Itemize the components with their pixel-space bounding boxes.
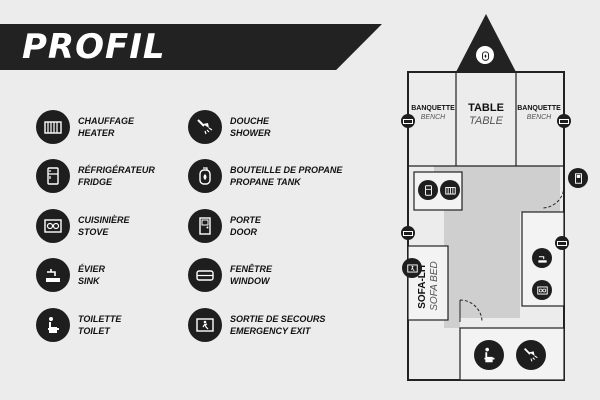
legend-item-fridge: RÉFRIGÉRATEUR FRIDGE — [36, 159, 155, 193]
heater-icon — [36, 110, 70, 144]
floor-plan: BANQUETTE BENCH TABLE TABLE BANQUETTE BE… — [396, 10, 588, 390]
legend-label-en: STOVE — [78, 227, 109, 237]
plan-window-icon — [555, 236, 569, 250]
plan-table-label: TABLE TABLE — [456, 102, 516, 128]
bench-left-fr: BANQUETTE — [411, 105, 455, 112]
legend-item-stove: CUISINIÈRE STOVE — [36, 209, 130, 243]
plan-sofa-label: SOFA-LIT SOFA BED — [417, 243, 441, 329]
emergency-exit-icon — [188, 308, 222, 342]
legend-item-emergency-exit: SORTIE DE SECOURS EMERGENCY EXIT — [188, 308, 325, 342]
plan-shower-icon — [516, 340, 546, 370]
propane-tank-icon — [188, 159, 222, 193]
legend-label-fr: PORTE — [230, 215, 261, 225]
legend-label-en: HEATER — [78, 128, 115, 138]
plan-toilet-icon — [474, 340, 504, 370]
legend-label-en: DOOR — [230, 227, 257, 237]
legend-item-door: PORTE DOOR — [188, 209, 261, 243]
legend-label-fr: BOUTEILLE DE PROPANE — [230, 165, 343, 175]
window-icon — [188, 258, 222, 292]
legend-label-fr: SORTIE DE SECOURS — [230, 314, 326, 324]
plan-sink-icon — [532, 248, 552, 268]
sofa-en: SOFA BED — [429, 261, 440, 311]
sofa-fr: SOFA-LIT — [417, 263, 428, 309]
floor-plan-outline — [407, 14, 565, 381]
bench-left-en: BENCH — [420, 114, 446, 121]
fridge-icon — [36, 159, 70, 193]
legend-item-heater: CHAUFFAGE HEATER — [36, 110, 134, 144]
table-fr: TABLE — [468, 102, 504, 114]
legend-label-fr: TOILETTE — [78, 314, 122, 324]
door-icon — [188, 209, 222, 243]
legend-label-en: TOILET — [78, 326, 110, 336]
bench-right-fr: BANQUETTE — [517, 105, 561, 112]
legend-item-toilet: TOILETTE TOILET — [36, 308, 121, 342]
header-banner — [0, 24, 382, 70]
legend-label-en: PROPANE TANK — [230, 177, 301, 187]
legend-item-shower: DOUCHE SHOWER — [188, 110, 271, 144]
stove-icon — [36, 209, 70, 243]
sink-icon — [36, 258, 70, 292]
plan-heater-icon — [440, 180, 460, 200]
legend-label-en: FRIDGE — [78, 177, 113, 187]
legend-label-en: EMERGENCY EXIT — [230, 326, 311, 336]
legend-label-fr: FENÊTRE — [230, 264, 273, 274]
toilet-icon — [36, 308, 70, 342]
legend-item-propane: BOUTEILLE DE PROPANE PROPANE TANK — [188, 159, 342, 193]
plan-window-icon — [401, 114, 415, 128]
legend-label-en: SINK — [78, 276, 100, 286]
plan-bench-left-label: BANQUETTE BENCH — [410, 104, 456, 122]
plan-window-icon — [557, 114, 571, 128]
plan-window-icon — [401, 226, 415, 240]
plan-emergency-exit-icon — [402, 258, 422, 278]
plan-fridge-icon — [418, 180, 438, 200]
legend-item-sink: ÉVIER SINK — [36, 258, 105, 292]
plan-propane-tank-icon — [476, 46, 494, 64]
legend-label-en: SHOWER — [230, 128, 271, 138]
legend-label-fr: CHAUFFAGE — [78, 116, 134, 126]
bench-right-en: BENCH — [526, 114, 552, 121]
plan-door-icon — [568, 168, 588, 188]
plan-stove-icon — [532, 280, 552, 300]
legend-label-fr: RÉFRIGÉRATEUR — [78, 165, 155, 175]
table-en: TABLE — [468, 115, 504, 127]
legend-label-fr: ÉVIER — [78, 264, 106, 274]
legend-label-en: WINDOW — [230, 276, 270, 286]
legend-label-fr: CUISINIÈRE — [78, 215, 130, 225]
legend-label-fr: DOUCHE — [230, 116, 270, 126]
legend-item-window: FENÊTRE WINDOW — [188, 258, 272, 292]
page-title: PROFIL — [22, 27, 166, 67]
shower-icon — [188, 110, 222, 144]
plan-bench-right-label: BANQUETTE BENCH — [516, 104, 562, 122]
